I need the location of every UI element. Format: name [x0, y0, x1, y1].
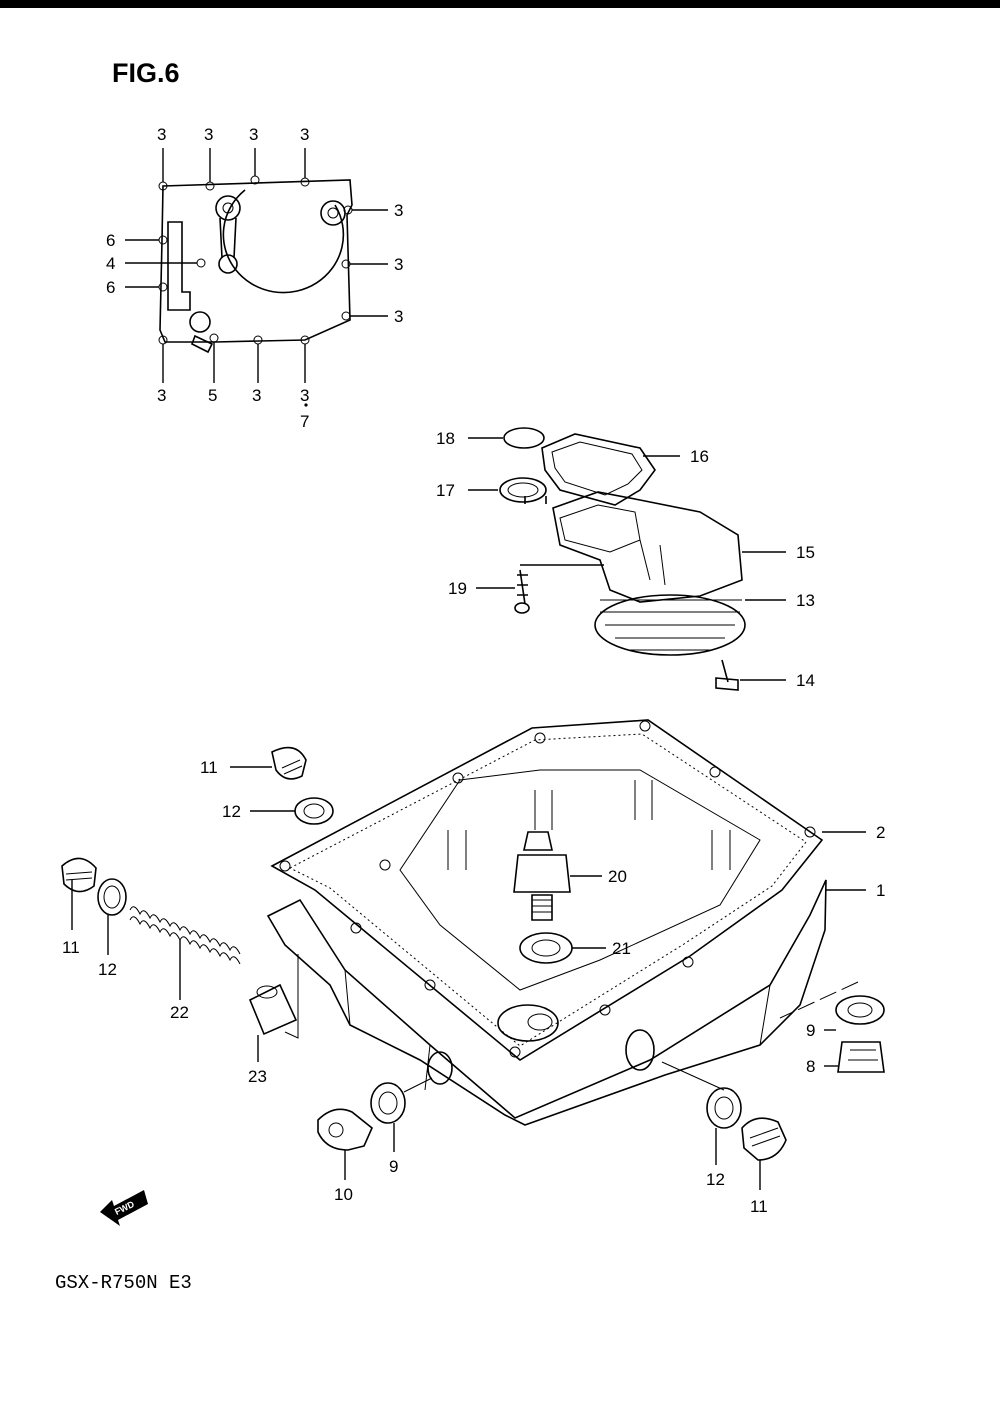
strainer-callout-labels: 18 16 17 15 19 13 14 [436, 429, 815, 690]
callout-5: 5 [208, 386, 217, 405]
callout-18: 18 [436, 429, 455, 448]
callout-3-right-2: 3 [394, 255, 403, 274]
callout-11-upper: 11 [200, 758, 218, 777]
callout-3-top-1: 3 [157, 125, 166, 144]
callout-6-upper: 6 [106, 231, 115, 250]
model-code-label: GSX-R750N E3 [55, 1272, 192, 1294]
callout-3-bottom-3: 3 [300, 386, 309, 405]
callout-12-upper: 12 [222, 802, 241, 821]
callout-12-left: 12 [98, 960, 117, 979]
callout-3-top-2: 3 [204, 125, 213, 144]
pan-fasteners-drawing [61, 746, 885, 1161]
callout-20: 20 [608, 867, 627, 886]
callout-3-right-3: 3 [394, 307, 403, 326]
callout-11-bottom: 11 [750, 1197, 768, 1216]
pan-callout-labels: 11 12 2 20 1 21 11 12 22 23 9 8 10 9 12 … [62, 758, 885, 1216]
callout-22: 22 [170, 1003, 189, 1022]
callout-9-right: 9 [806, 1021, 815, 1040]
callout-12-bottom: 12 [706, 1170, 725, 1189]
callout-16: 16 [690, 447, 709, 466]
callout-21: 21 [612, 939, 631, 958]
cover-leader-lines [125, 148, 388, 407]
cover-gasket-drawing [158, 175, 353, 354]
callout-19: 19 [448, 579, 467, 598]
strainer-leader-lines [468, 437, 786, 681]
pan-leader-lines [71, 766, 866, 1190]
oil-pan-drawing [266, 719, 827, 1126]
oil-strainer-drawing [499, 427, 746, 691]
callout-3-bottom-2: 3 [252, 386, 261, 405]
callout-23: 23 [248, 1067, 267, 1086]
callout-3-right-1: 3 [394, 201, 403, 220]
callout-3-bottom-1: 3 [157, 386, 166, 405]
callout-6-lower: 6 [106, 278, 115, 297]
callout-8: 8 [806, 1057, 815, 1076]
callout-3-top-4: 3 [300, 125, 309, 144]
callout-11-left: 11 [62, 938, 80, 957]
callout-1: 1 [876, 881, 885, 900]
callout-17: 17 [436, 481, 455, 500]
callout-9-bottom: 9 [389, 1157, 398, 1176]
callout-3-top-3: 3 [249, 125, 258, 144]
forward-direction-arrow-icon: FWD [100, 1190, 148, 1226]
callout-2: 2 [876, 823, 885, 842]
cover-callout-labels: 3 3 3 3 3 3 3 6 4 6 3 5 3 3 7 [106, 125, 403, 431]
callout-13: 13 [796, 591, 815, 610]
callout-15: 15 [796, 543, 815, 562]
figure-title: FIG.6 [112, 58, 180, 88]
callout-7: 7 [300, 412, 309, 431]
callout-10: 10 [334, 1185, 353, 1204]
top-border-rule [0, 0, 1000, 8]
callout-4: 4 [106, 254, 115, 273]
callout-14: 14 [796, 671, 815, 690]
